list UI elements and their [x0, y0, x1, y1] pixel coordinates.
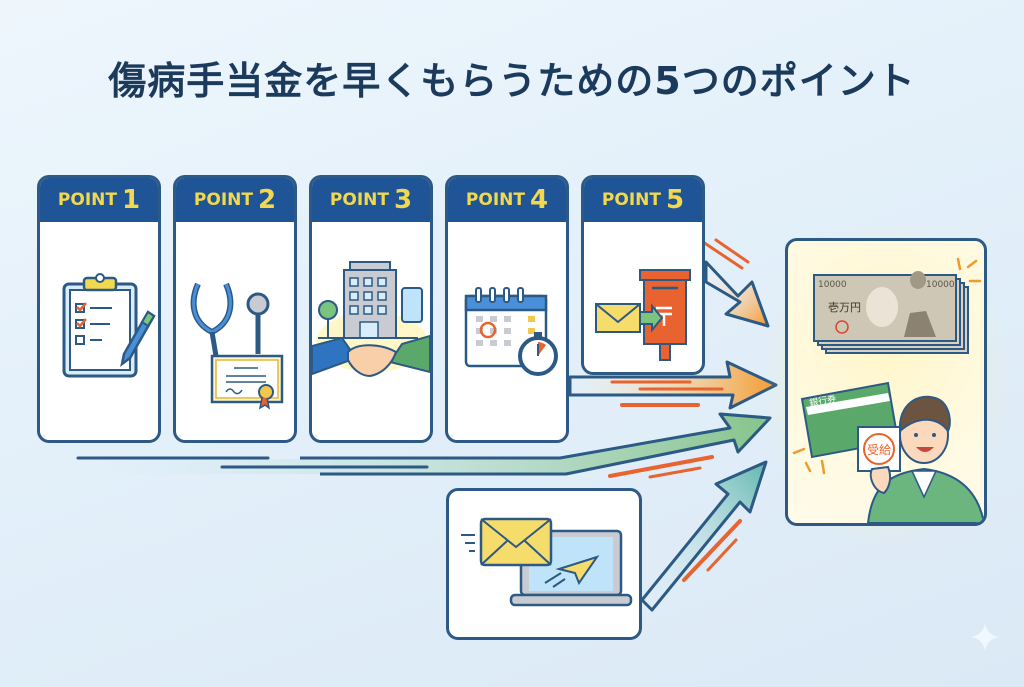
company-handshake-icon [312, 261, 430, 378]
calendar-stopwatch-icon [464, 287, 558, 376]
arrow-online-diagonal [640, 460, 768, 612]
person-receiving-money-icon: 10000 10000 壱万円 銀行券 受給 [792, 257, 984, 523]
page-title: 傷病手当金を早くもらうための5つのポイント [108, 59, 916, 103]
point-label: POINT [329, 190, 389, 210]
banknote-text: 壱万円 [828, 300, 861, 314]
stethoscope-certificate-icon [190, 282, 284, 410]
banknote-denomination-left: 10000 [818, 280, 847, 290]
result-box: 10000 10000 壱万円 銀行券 受給 [785, 238, 987, 526]
point-number: 2 [257, 185, 277, 215]
mail-postbox-icon [595, 269, 691, 361]
point-label: POINT [57, 190, 117, 210]
sparkle-icon [971, 623, 999, 651]
point-number: 5 [665, 185, 685, 215]
clipboard-checklist-icon [62, 273, 156, 378]
point-number: 1 [121, 185, 141, 215]
point-number: 3 [393, 185, 413, 215]
arrow-point1-3-long [80, 414, 770, 474]
point-label: POINT [465, 190, 525, 210]
banknote-denomination-right: 10000 [926, 280, 955, 290]
stamp-label: 受給 [867, 443, 891, 457]
email-laptop-send-icon [461, 517, 633, 607]
banknote-stack-icon [813, 271, 969, 354]
point-label: POINT [193, 190, 253, 210]
point-number: 4 [529, 185, 549, 215]
arrow-point4-horizontal [568, 360, 778, 410]
point-label: POINT [601, 190, 661, 210]
arrow-point5-diagonal [704, 260, 770, 328]
online-application-box [446, 488, 642, 640]
